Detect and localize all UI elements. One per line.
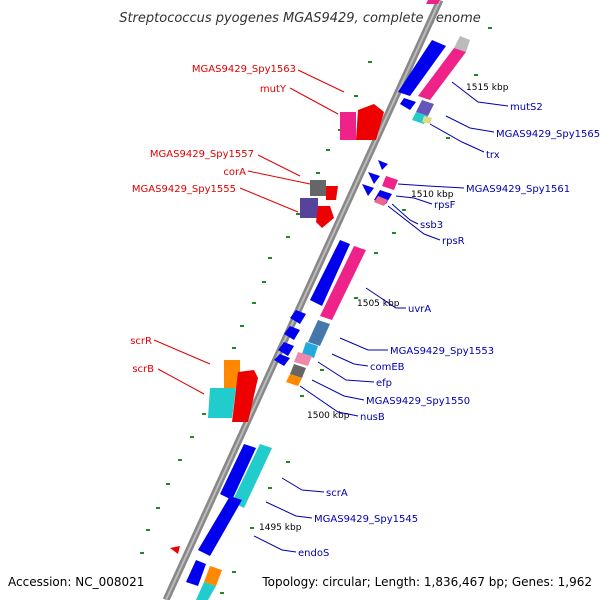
gene-steelblue bbox=[308, 320, 330, 346]
gene-red-marker bbox=[170, 546, 180, 554]
gene-MGAS9429_Spy1557 bbox=[300, 198, 318, 218]
right-labels: mutS2 MGAS9429_Spy1565 trx MGAS9429_Spy1… bbox=[298, 102, 600, 559]
genome-backbone-highlight bbox=[165, 0, 441, 600]
gene-label: nusB bbox=[360, 412, 385, 423]
gene-label: MGAS9429_Spy1563 bbox=[192, 64, 296, 75]
gene-rpsR bbox=[374, 196, 388, 206]
gene-uvrA-blue bbox=[310, 240, 350, 306]
kbp-label: 1500 kbp bbox=[307, 411, 350, 421]
gene-label: MGAS9429_Spy1555 bbox=[132, 184, 236, 195]
gene-MGAS9429_Spy1555 bbox=[316, 206, 334, 228]
gene-corA bbox=[310, 180, 326, 196]
gene-mutS2 bbox=[418, 48, 466, 100]
left-leader-lines bbox=[153, 69, 345, 395]
map-title: Streptococcus pyogenes MGAS9429, complet… bbox=[119, 11, 481, 26]
gene-mutS2-gray bbox=[454, 36, 470, 52]
gene-label: rpsR bbox=[442, 236, 465, 247]
gene-top-pink bbox=[426, 0, 440, 4]
gene-label: mutS2 bbox=[510, 102, 543, 113]
gene-label: MGAS9429_Spy1550 bbox=[366, 396, 470, 407]
gene-scrA-cyan bbox=[232, 444, 272, 508]
right-leader-lines bbox=[253, 81, 509, 553]
gene-bottom-cyan bbox=[196, 582, 216, 600]
gene-blue-arrow-2 bbox=[378, 160, 388, 170]
gene-blue-arrow-5 bbox=[290, 310, 306, 324]
accession-text: Accession: NC_008021 bbox=[8, 575, 144, 589]
gene-blue-arrow-8 bbox=[274, 354, 290, 366]
gene-red-1 bbox=[326, 186, 338, 200]
gene-label: uvrA bbox=[408, 304, 431, 315]
gene-gray-2 bbox=[290, 364, 306, 378]
gene-scrB-cyan bbox=[208, 388, 236, 418]
gene-label: scrB bbox=[132, 364, 154, 375]
gene-blue-arrow-3 bbox=[368, 172, 380, 184]
gene-label: ssb3 bbox=[420, 220, 443, 231]
gene-blue-arrow-1 bbox=[400, 98, 416, 110]
gene-label: efp bbox=[376, 378, 392, 389]
gene-rpsF bbox=[382, 176, 398, 190]
kbp-labels: 1515 kbp 1510 kbp 1505 kbp 1500 kbp 1495… bbox=[259, 83, 509, 533]
gene-label: MGAS9429_Spy1545 bbox=[314, 514, 418, 525]
gene-orange-2 bbox=[286, 374, 302, 386]
gene-cyan-2 bbox=[302, 342, 318, 358]
gene-label: MGAS9429_Spy1565 bbox=[496, 129, 600, 140]
gene-scrB-red bbox=[232, 370, 258, 422]
left-labels: MGAS9429_Spy1563 mutY MGAS9429_Spy1557 c… bbox=[130, 64, 296, 375]
gene-endoS bbox=[198, 496, 242, 556]
gene-label: MGAS9429_Spy1561 bbox=[466, 184, 570, 195]
topology-text: Topology: circular; Length: 1,836,467 bp… bbox=[261, 575, 592, 589]
gene-label: MGAS9429_Spy1557 bbox=[150, 149, 254, 160]
gene-label: scrA bbox=[326, 488, 348, 499]
gene-label: corA bbox=[223, 167, 246, 178]
gene-mutY bbox=[356, 104, 384, 140]
forward-strand-genes bbox=[186, 0, 470, 600]
gene-MGAS9429_Spy1563 bbox=[340, 112, 356, 140]
gene-pink-2 bbox=[294, 352, 312, 366]
kbp-label: 1510 kbp bbox=[411, 190, 454, 200]
gene-label: MGAS9429_Spy1553 bbox=[390, 346, 494, 357]
gene-bottom-orange bbox=[204, 566, 222, 586]
gene-yellow-1 bbox=[422, 116, 432, 124]
gene-blue-arrow-7 bbox=[278, 342, 294, 356]
gene-label: endoS bbox=[298, 548, 329, 559]
kbp-label: 1495 kbp bbox=[259, 523, 302, 533]
gene-label: scrR bbox=[130, 336, 152, 347]
gene-blue-1 bbox=[398, 40, 446, 96]
gene-label: comEB bbox=[370, 362, 405, 373]
gene-label: mutY bbox=[260, 84, 287, 95]
gene-scrR bbox=[224, 360, 240, 388]
reverse-strand-genes bbox=[170, 104, 384, 554]
gene-bottom-blue bbox=[186, 560, 206, 586]
gene-purple-1 bbox=[416, 100, 434, 116]
gene-blue-arrow-4 bbox=[362, 184, 374, 196]
gene-uvrA-pink bbox=[320, 246, 366, 320]
gene-blue-arrow-6 bbox=[284, 326, 300, 340]
gene-scrA-blue bbox=[220, 444, 256, 500]
kbp-label: 1515 kbp bbox=[466, 83, 509, 93]
gene-label: rpsF bbox=[434, 200, 456, 211]
kbp-label: 1505 kbp bbox=[357, 299, 400, 309]
scale-ticks bbox=[140, 27, 492, 594]
gene-label: trx bbox=[486, 150, 500, 161]
